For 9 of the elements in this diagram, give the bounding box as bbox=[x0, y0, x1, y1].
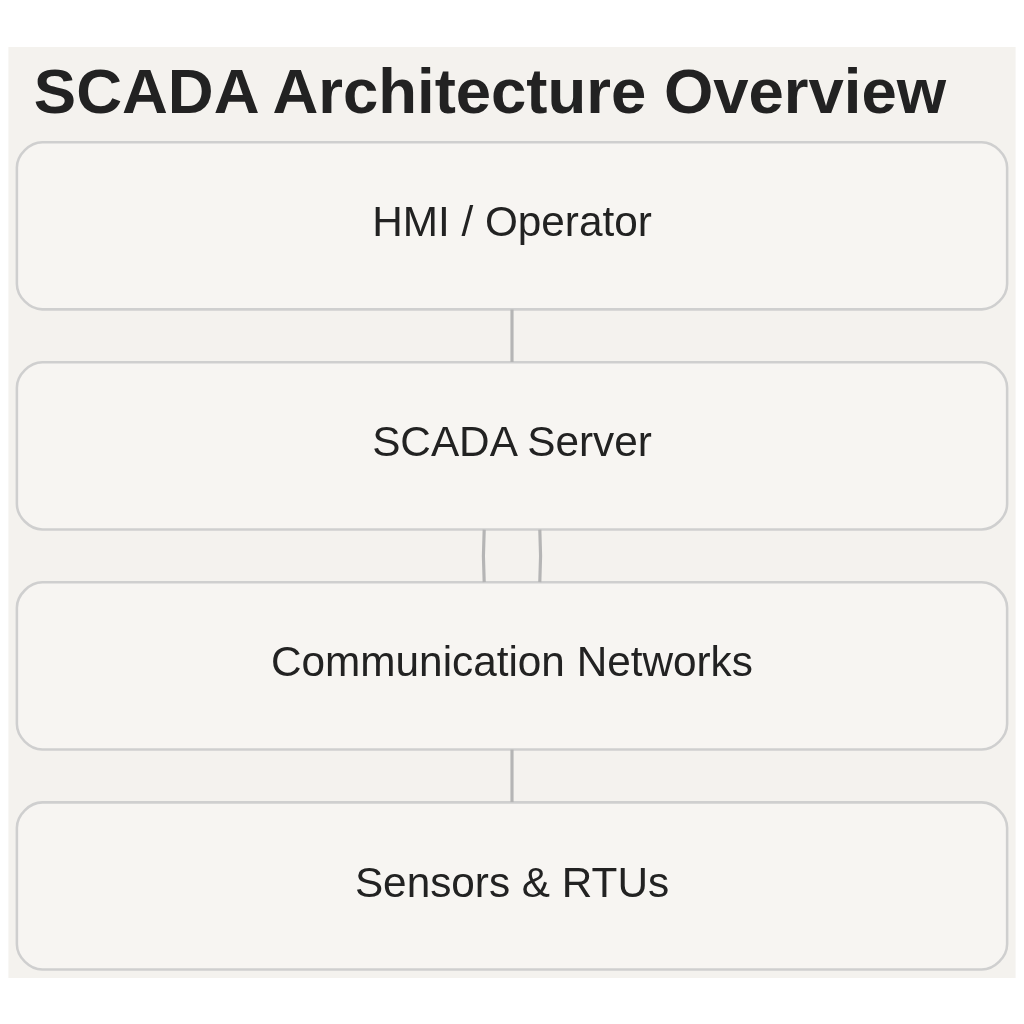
node-box: Communication Networks bbox=[15, 580, 1009, 751]
node-box: SCADA Server bbox=[15, 360, 1009, 531]
connector bbox=[481, 528, 486, 582]
connector bbox=[510, 309, 514, 362]
diagram-title: SCADA Architecture Overview bbox=[33, 55, 947, 126]
node-box: Sensors & RTUs bbox=[15, 800, 1009, 971]
node-box: HMI / Operator bbox=[15, 140, 1009, 311]
connector bbox=[538, 528, 543, 582]
connector bbox=[510, 749, 514, 802]
